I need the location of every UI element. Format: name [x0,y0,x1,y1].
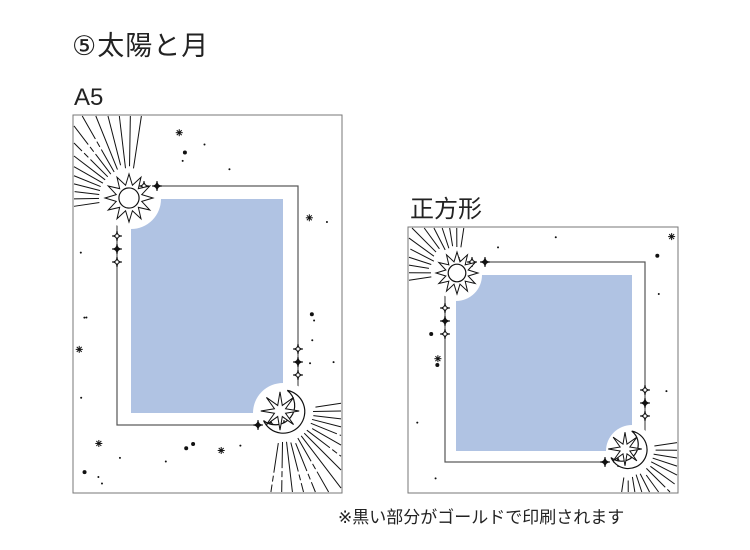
card-label-a5: A5 [74,84,104,111]
star-icon [434,355,442,363]
sun-icon [434,250,480,296]
sun-icon [103,172,155,224]
card-a5 [72,114,343,494]
diamond-sparkle-icon [439,315,451,327]
diamond-sparkle-icon [292,356,304,368]
star-icon [175,129,183,137]
moon-icon [260,389,306,434]
diamond-sparkle-icon [599,456,611,468]
photo-area [456,275,632,451]
star-icon [305,214,313,222]
diamond-sparkle-icon [111,243,123,255]
star-icon [217,446,225,454]
rays [408,227,465,281]
rays [270,402,342,493]
frame-line [116,185,299,426]
moon-icon [608,430,648,470]
print-note: ※黒い部分がゴールドで印刷されます [338,508,625,528]
diamond-sparkle-icon [639,397,651,409]
card-label-square: 正方形 [410,195,482,223]
diamond-sparkle-icon [439,302,451,314]
rays [73,115,142,207]
diamond-sparkle-icon [639,410,651,422]
star-dots [416,233,676,480]
star-icon [75,345,83,353]
diamond-sparkle-icon [111,256,123,268]
star-icon [668,233,676,241]
diamond-sparkle-icon [252,419,264,431]
card-square [407,226,679,494]
diamond-sparkle-icon [292,343,304,355]
diamond-sparkle-icon [292,369,304,381]
star-icon [95,439,103,447]
diamond-sparkle-icon [111,230,123,242]
page-title: ⑤太陽と月 [72,31,210,62]
diamond-sparkle-icon [439,328,451,340]
photo-area [131,199,283,413]
diamond-sparkle-icon [639,384,651,396]
diamond-sparkle-icon [151,180,163,192]
diamond-sparkle-icon [479,256,491,268]
star-dots [75,129,335,485]
frame-line [444,261,646,463]
